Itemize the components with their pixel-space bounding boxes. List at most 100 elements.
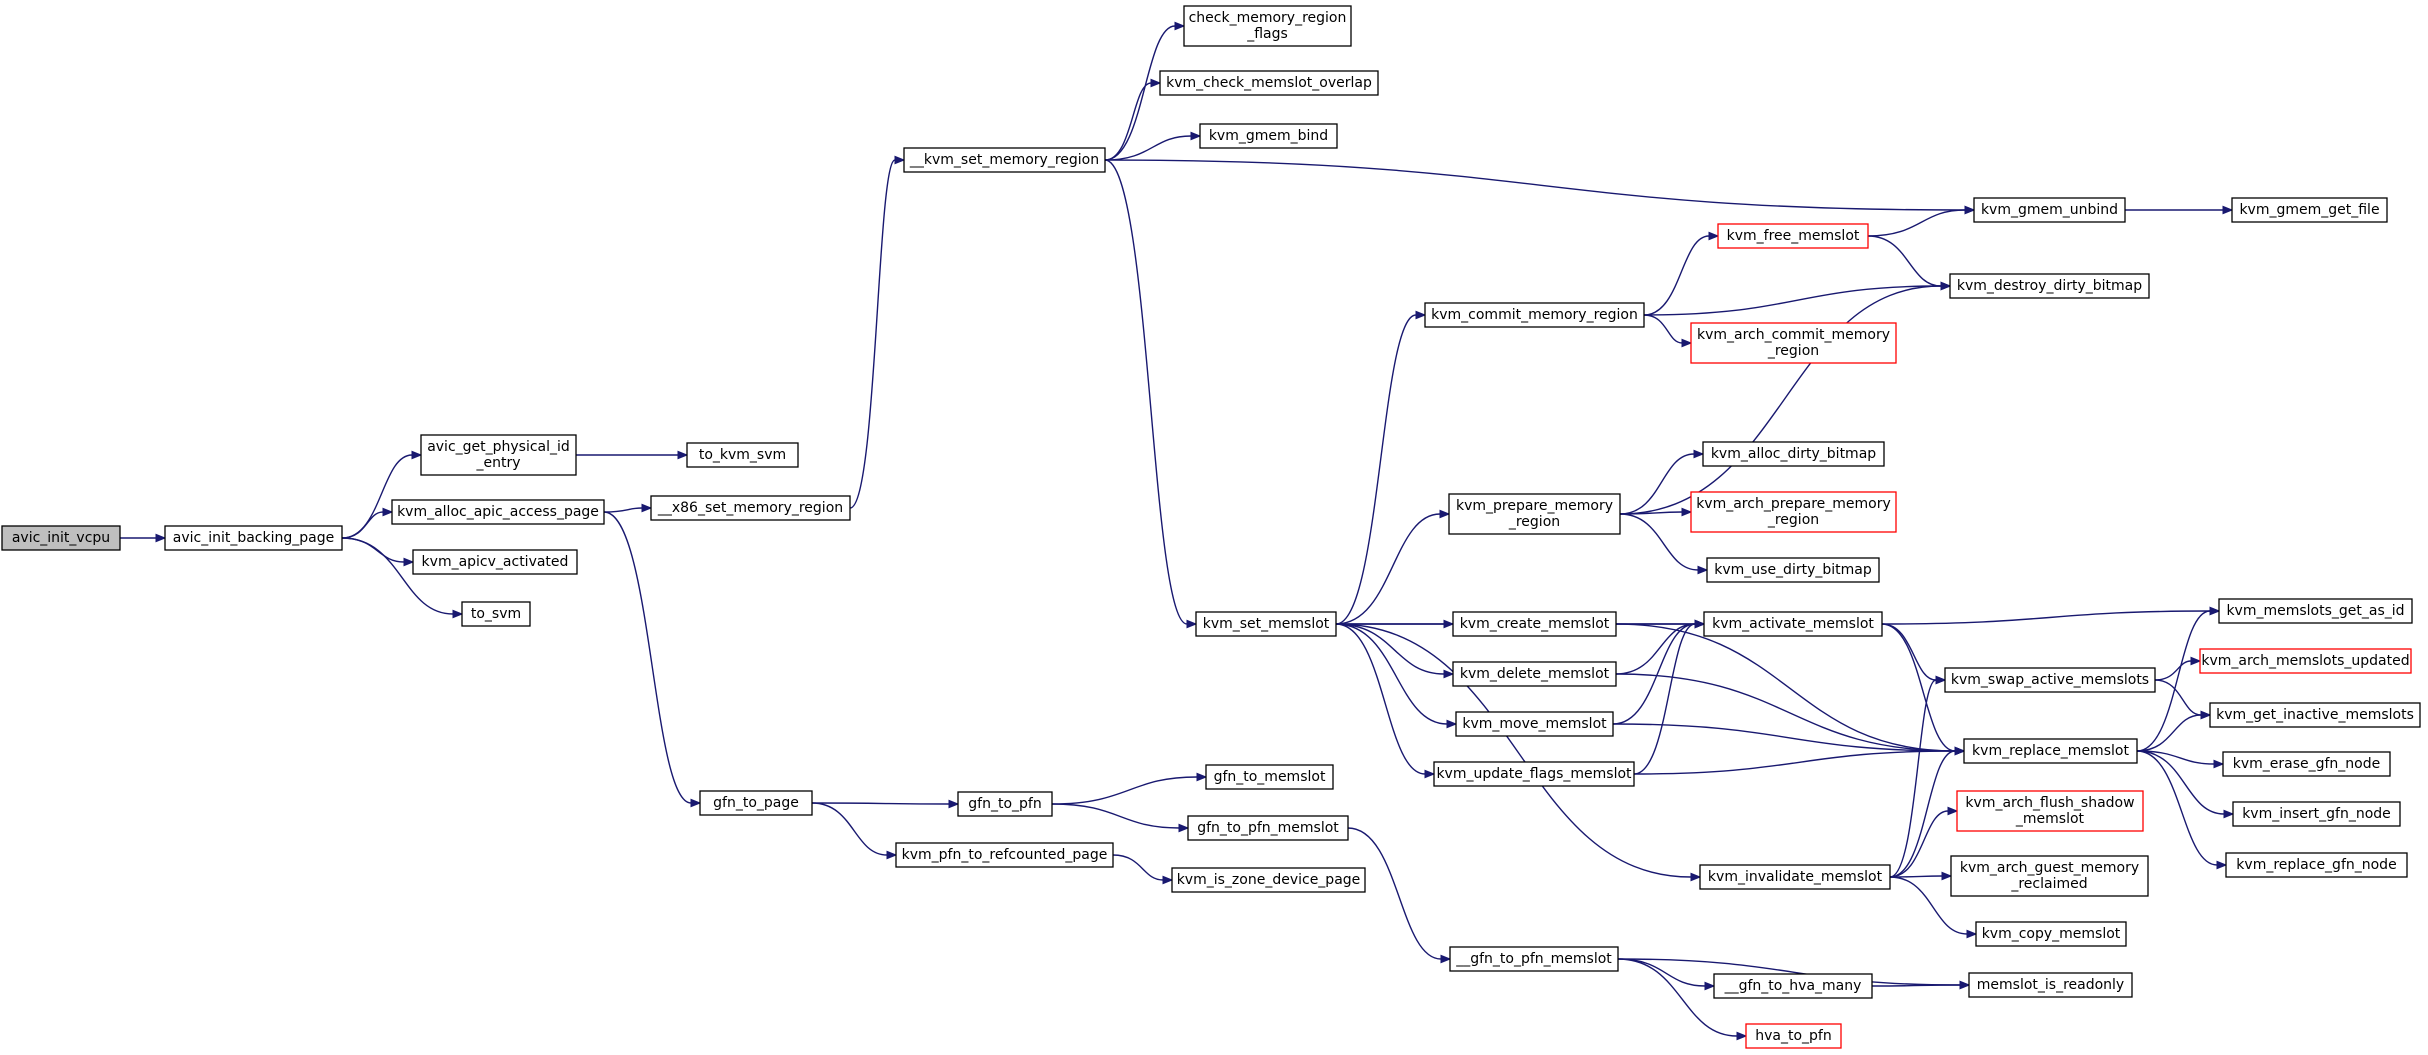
node-kvm_free_memslot[interactable]: kvm_free_memslot xyxy=(1717,223,1869,249)
node-kvm_erase_gfn_node[interactable]: kvm_erase_gfn_node xyxy=(2222,751,2391,777)
node-kvm_alloc_apic_access_page[interactable]: kvm_alloc_apic_access_page xyxy=(391,499,605,525)
node-kvm_swap_active_memslots[interactable]: kvm_swap_active_memslots xyxy=(1944,667,2156,693)
node-kvm_destroy_dirty_bitmap[interactable]: kvm_destroy_dirty_bitmap xyxy=(1949,273,2150,299)
node-kvm_insert_gfn_node[interactable]: kvm_insert_gfn_node xyxy=(2232,801,2401,827)
node-kvm_move_memslot[interactable]: kvm_move_memslot xyxy=(1455,711,1614,737)
node-kvm_check_memslot_overlap[interactable]: kvm_check_memslot_overlap xyxy=(1159,70,1379,96)
node-box[interactable] xyxy=(1706,557,1880,583)
node-box[interactable] xyxy=(1199,123,1338,149)
node-gfn_to_memslot[interactable]: gfn_to_memslot xyxy=(1205,764,1334,790)
node-box[interactable] xyxy=(1963,738,2138,764)
node-kvm_arch_commit_memory_region[interactable]: kvm_arch_commit_memory_region xyxy=(1690,322,1897,364)
node-kvm_commit_memory_region[interactable]: kvm_commit_memory_region xyxy=(1424,302,1645,328)
node-kvm_arch_flush_shadow_memslot[interactable]: kvm_arch_flush_shadow_memslot xyxy=(1956,790,2144,832)
node-to_svm[interactable]: to_svm xyxy=(461,601,531,627)
node-kvm_gmem_bind[interactable]: kvm_gmem_bind xyxy=(1199,123,1338,149)
node-check_memory_region_flags[interactable]: check_memory_region_flags xyxy=(1183,5,1352,47)
node-box[interactable] xyxy=(1195,611,1337,637)
node-kvm_pfn_to_refcounted_page[interactable]: kvm_pfn_to_refcounted_page xyxy=(895,842,1114,868)
node-__x86_set_memory_region[interactable]: __x86_set_memory_region xyxy=(650,495,851,521)
node-kvm_gmem_get_file[interactable]: kvm_gmem_get_file xyxy=(2231,197,2388,223)
node-box[interactable] xyxy=(895,842,1114,868)
node-box[interactable] xyxy=(1949,273,2150,299)
node-box[interactable] xyxy=(1713,973,1873,999)
node-box[interactable] xyxy=(1448,493,1621,535)
node-__kvm_set_memory_region[interactable]: __kvm_set_memory_region xyxy=(903,147,1106,173)
node-kvm_get_inactive_memslots[interactable]: kvm_get_inactive_memslots xyxy=(2209,702,2421,728)
node-kvm_apicv_activated[interactable]: kvm_apicv_activated xyxy=(412,549,578,575)
node-box[interactable] xyxy=(1449,946,1619,972)
node-gfn_to_pfn[interactable]: gfn_to_pfn xyxy=(957,791,1053,817)
node-box[interactable] xyxy=(420,434,577,476)
node-kvm_prepare_memory_region[interactable]: kvm_prepare_memory_region xyxy=(1448,493,1621,535)
node-to_kvm_svm[interactable]: to_kvm_svm xyxy=(686,442,799,468)
node-kvm_gmem_unbind[interactable]: kvm_gmem_unbind xyxy=(1973,197,2126,223)
node-kvm_replace_gfn_node[interactable]: kvm_replace_gfn_node xyxy=(2225,852,2408,878)
node-box[interactable] xyxy=(2232,801,2401,827)
node-box[interactable] xyxy=(1717,223,1869,249)
node-kvm_replace_memslot[interactable]: kvm_replace_memslot xyxy=(1963,738,2138,764)
node-kvm_arch_guest_memory_reclaimed[interactable]: kvm_arch_guest_memory_reclaimed xyxy=(1950,855,2149,897)
node-kvm_arch_prepare_memory_region[interactable]: kvm_arch_prepare_memory_region xyxy=(1690,491,1897,533)
node-box[interactable] xyxy=(1433,761,1635,787)
node-kvm_copy_memslot[interactable]: kvm_copy_memslot xyxy=(1975,921,2127,947)
node-box[interactable] xyxy=(699,790,813,816)
node-kvm_invalidate_memslot[interactable]: kvm_invalidate_memslot xyxy=(1699,864,1891,890)
node-box[interactable] xyxy=(2218,598,2413,624)
node-kvm_set_memslot[interactable]: kvm_set_memslot xyxy=(1195,611,1337,637)
node-__gfn_to_pfn_memslot[interactable]: __gfn_to_pfn_memslot xyxy=(1449,946,1619,972)
node-box[interactable] xyxy=(1968,972,2133,998)
node-avic_init_backing_page[interactable]: avic_init_backing_page xyxy=(164,525,343,551)
node-kvm_alloc_dirty_bitmap[interactable]: kvm_alloc_dirty_bitmap xyxy=(1702,441,1885,467)
node-box[interactable] xyxy=(1690,491,1897,533)
node-box[interactable] xyxy=(1703,611,1883,637)
node-box[interactable] xyxy=(1205,764,1334,790)
node-box[interactable] xyxy=(1159,70,1379,96)
node-avic_get_physical_id_entry[interactable]: avic_get_physical_id_entry xyxy=(420,434,577,476)
node-box[interactable] xyxy=(2199,648,2412,674)
node-box[interactable] xyxy=(1452,611,1617,637)
node-box[interactable] xyxy=(1187,815,1349,841)
node-box[interactable] xyxy=(1452,661,1617,687)
node-box[interactable] xyxy=(1171,867,1366,893)
node-hva_to_pfn[interactable]: hva_to_pfn xyxy=(1745,1023,1842,1049)
node-box[interactable] xyxy=(1699,864,1891,890)
node-box[interactable] xyxy=(1702,441,1885,467)
node-kvm_is_zone_device_page[interactable]: kvm_is_zone_device_page xyxy=(1171,867,1366,893)
node-__gfn_to_hva_many[interactable]: __gfn_to_hva_many xyxy=(1713,973,1873,999)
node-kvm_memslots_get_as_id[interactable]: kvm_memslots_get_as_id xyxy=(2218,598,2413,624)
node-box[interactable] xyxy=(686,442,799,468)
node-box[interactable] xyxy=(1745,1023,1842,1049)
node-box[interactable] xyxy=(1973,197,2126,223)
node-box[interactable] xyxy=(2222,751,2391,777)
node-gfn_to_page[interactable]: gfn_to_page xyxy=(699,790,813,816)
node-box[interactable] xyxy=(1950,855,2149,897)
node-box[interactable] xyxy=(1956,790,2144,832)
node-box[interactable] xyxy=(164,525,343,551)
node-box[interactable] xyxy=(903,147,1106,173)
node-box[interactable] xyxy=(2225,852,2408,878)
node-box[interactable] xyxy=(2209,702,2421,728)
node-box[interactable] xyxy=(412,549,578,575)
node-box[interactable] xyxy=(391,499,605,525)
node-box[interactable] xyxy=(1183,5,1352,47)
node-kvm_activate_memslot[interactable]: kvm_activate_memslot xyxy=(1703,611,1883,637)
node-box[interactable] xyxy=(1690,322,1897,364)
node-box[interactable] xyxy=(1455,711,1614,737)
node-box[interactable] xyxy=(1424,302,1645,328)
node-kvm_use_dirty_bitmap[interactable]: kvm_use_dirty_bitmap xyxy=(1706,557,1880,583)
node-kvm_create_memslot[interactable]: kvm_create_memslot xyxy=(1452,611,1617,637)
node-box[interactable] xyxy=(1944,667,2156,693)
node-memslot_is_readonly[interactable]: memslot_is_readonly xyxy=(1968,972,2133,998)
node-box[interactable] xyxy=(957,791,1053,817)
node-box[interactable] xyxy=(461,601,531,627)
node-box[interactable] xyxy=(650,495,851,521)
node-box[interactable] xyxy=(1,525,121,551)
node-gfn_to_pfn_memslot[interactable]: gfn_to_pfn_memslot xyxy=(1187,815,1349,841)
node-box[interactable] xyxy=(1975,921,2127,947)
node-kvm_update_flags_memslot[interactable]: kvm_update_flags_memslot xyxy=(1433,761,1635,787)
node-box[interactable] xyxy=(2231,197,2388,223)
node-avic_init_vcpu[interactable]: avic_init_vcpu xyxy=(1,525,121,551)
node-kvm_arch_memslots_updated[interactable]: kvm_arch_memslots_updated xyxy=(2199,648,2412,674)
node-kvm_delete_memslot[interactable]: kvm_delete_memslot xyxy=(1452,661,1617,687)
